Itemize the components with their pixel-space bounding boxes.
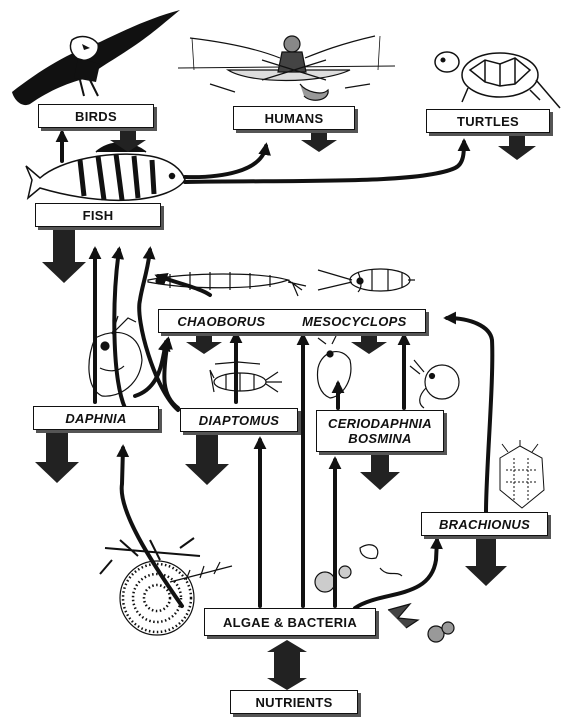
- ceriodaphnia-label: CERIODAPHNIA: [328, 416, 432, 431]
- perch-fish-icon: [25, 142, 186, 202]
- mesocyclops-icon: [317, 268, 415, 293]
- chaoborus-label: CHAOBORUS: [177, 313, 266, 329]
- nutrient-exchange-arrow: [267, 640, 307, 690]
- turtle-icon: [434, 51, 561, 109]
- detritus-arrows: [35, 131, 536, 586]
- chaoborus-larva-icon: [147, 272, 307, 297]
- fish-node: FISH: [35, 203, 161, 227]
- diaptomus-icon: [209, 361, 282, 393]
- brachionus-icon: [499, 440, 545, 509]
- humans-node: HUMANS: [233, 106, 355, 130]
- mesocyclops-label: MESOCYCLOPS: [302, 313, 407, 329]
- nutrients-node: NUTRIENTS: [230, 690, 358, 714]
- chaoborus-mesocyclops-node: CHAOBORUS MESOCYCLOPS: [158, 309, 426, 333]
- eagle-icon: [12, 10, 180, 106]
- algae-bacteria-node: ALGAE & BACTERIA: [204, 608, 376, 636]
- bacteria-cluster-icon: [314, 544, 455, 643]
- fisherman-icon: [177, 35, 396, 101]
- diaptomus-node: DIAPTOMUS: [180, 408, 298, 432]
- feeding-arrows: [55, 129, 495, 610]
- birds-node: BIRDS: [38, 104, 154, 128]
- ceriodaphnia-icon: [316, 335, 352, 399]
- bosmina-icon: [409, 359, 460, 409]
- ceriodaphnia-bosmina-node: CERIODAPHNIA BOSMINA: [316, 410, 444, 452]
- turtles-node: TURTLES: [426, 109, 550, 133]
- brachionus-node: BRACHIONUS: [421, 512, 548, 536]
- daphnia-node: DAPHNIA: [33, 406, 159, 430]
- bosmina-label: BOSMINA: [348, 431, 412, 446]
- algae-colony-icon: [99, 537, 233, 636]
